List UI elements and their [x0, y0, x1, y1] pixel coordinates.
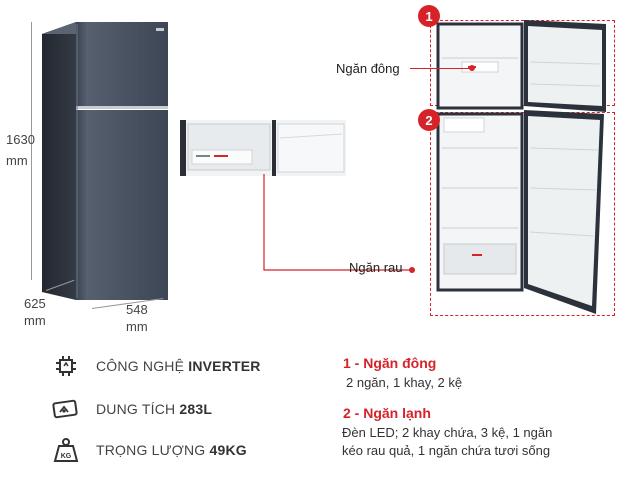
spec-value-weight: 49KG [209, 442, 247, 458]
spec-row-weight: KG TRỌNG LƯỢNG 49KG [50, 435, 247, 465]
fridge-title: 2 - Ngăn lạnh [343, 405, 431, 421]
inverter-chip-icon [50, 351, 82, 381]
freezer-title: 1 - Ngăn đông [343, 355, 437, 371]
depth-dimension-label: 625 mm [24, 296, 46, 328]
spec-label-capacity: DUNG TÍCH [96, 401, 180, 417]
fridge-closed-image [42, 22, 168, 300]
weight-kg-icon: KG [50, 435, 82, 465]
freezer-desc: 2 ngăn, 1 khay, 2 kệ [346, 375, 463, 390]
spec-row-capacity: DUNG TÍCH 283L [50, 394, 212, 424]
freezer-callout-line [410, 68, 472, 69]
crisper-callout-line [263, 174, 410, 271]
fridge-open-image [436, 20, 606, 314]
spec-row-inverter: CÔNG NGHỆ INVERTER [50, 351, 261, 381]
freezer-badge: 1 [418, 5, 440, 27]
spec-text-inverter: CÔNG NGHỆ INVERTER [96, 358, 261, 374]
spec-text-weight: TRỌNG LƯỢNG 49KG [96, 442, 247, 458]
spec-text-capacity: DUNG TÍCH 283L [96, 401, 212, 417]
crisper-callout-label: Ngăn rau [349, 260, 403, 275]
height-dimension-line [31, 22, 32, 280]
fridge-desc-line-1: Đèn LED; 2 khay chứa, 3 kệ, 1 ngăn [342, 425, 553, 440]
spec-value-capacity: 283L [179, 401, 213, 417]
capacity-gauge-icon [50, 394, 82, 424]
height-unit: mm [6, 153, 28, 168]
height-value: 1630 [6, 132, 35, 147]
freezer-callout-dot [469, 65, 475, 71]
fridge-badge: 2 [418, 109, 440, 131]
depth-unit: mm [24, 313, 46, 328]
width-dimension-label: 548 mm [126, 302, 148, 334]
crisper-closeup-image [180, 120, 346, 176]
spec-label-inverter: CÔNG NGHỆ [96, 358, 189, 374]
spec-value-inverter: INVERTER [188, 358, 261, 374]
weight-icon-text: KG [61, 453, 72, 460]
spec-label-weight: TRỌNG LƯỢNG [96, 442, 210, 458]
depth-value: 625 [24, 296, 46, 311]
fridge-desc-line-2: kéo rau quả, 1 ngăn chứa tươi sống [342, 443, 551, 458]
crisper-callout-dot [409, 267, 415, 273]
freezer-callout-label: Ngăn đông [336, 61, 400, 76]
width-unit: mm [126, 319, 148, 334]
width-value: 548 [126, 302, 148, 317]
height-dimension-label: 1630 mm [6, 132, 36, 168]
